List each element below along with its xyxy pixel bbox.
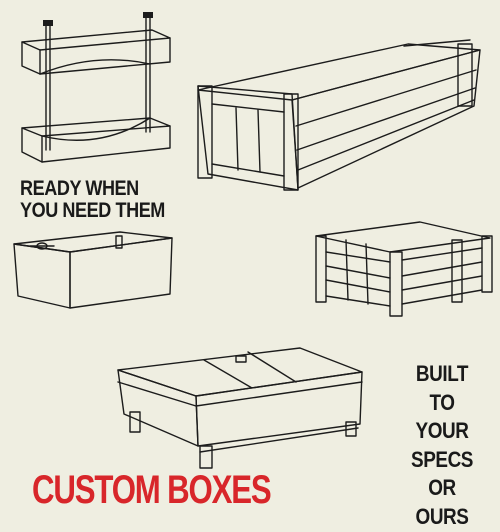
built-line-1: BUILT — [415, 361, 469, 386]
built-line-3: SPECS — [410, 446, 474, 472]
slat-crate-illustration — [315, 221, 493, 317]
illustration-canvas — [13, 12, 493, 469]
built-line-2: TO YOUR — [415, 389, 469, 444]
long-crate-illustration — [197, 39, 481, 191]
ready-headline: READY WHEN YOU NEED THEM — [20, 177, 165, 223]
page-title: CUSTOM BOXES — [32, 468, 272, 512]
small-box-illustration — [13, 231, 173, 309]
flat-box-illustration — [117, 347, 363, 469]
built-line-4: OR OURS — [415, 475, 469, 529]
built-headline: BUILT TO YOUR SPECS OR OURS — [408, 360, 477, 532]
ready-line-1: READY WHEN — [20, 177, 139, 200]
ready-line-2: YOU NEED THEM — [20, 199, 165, 223]
clamp-fixture-illustration — [21, 12, 171, 163]
